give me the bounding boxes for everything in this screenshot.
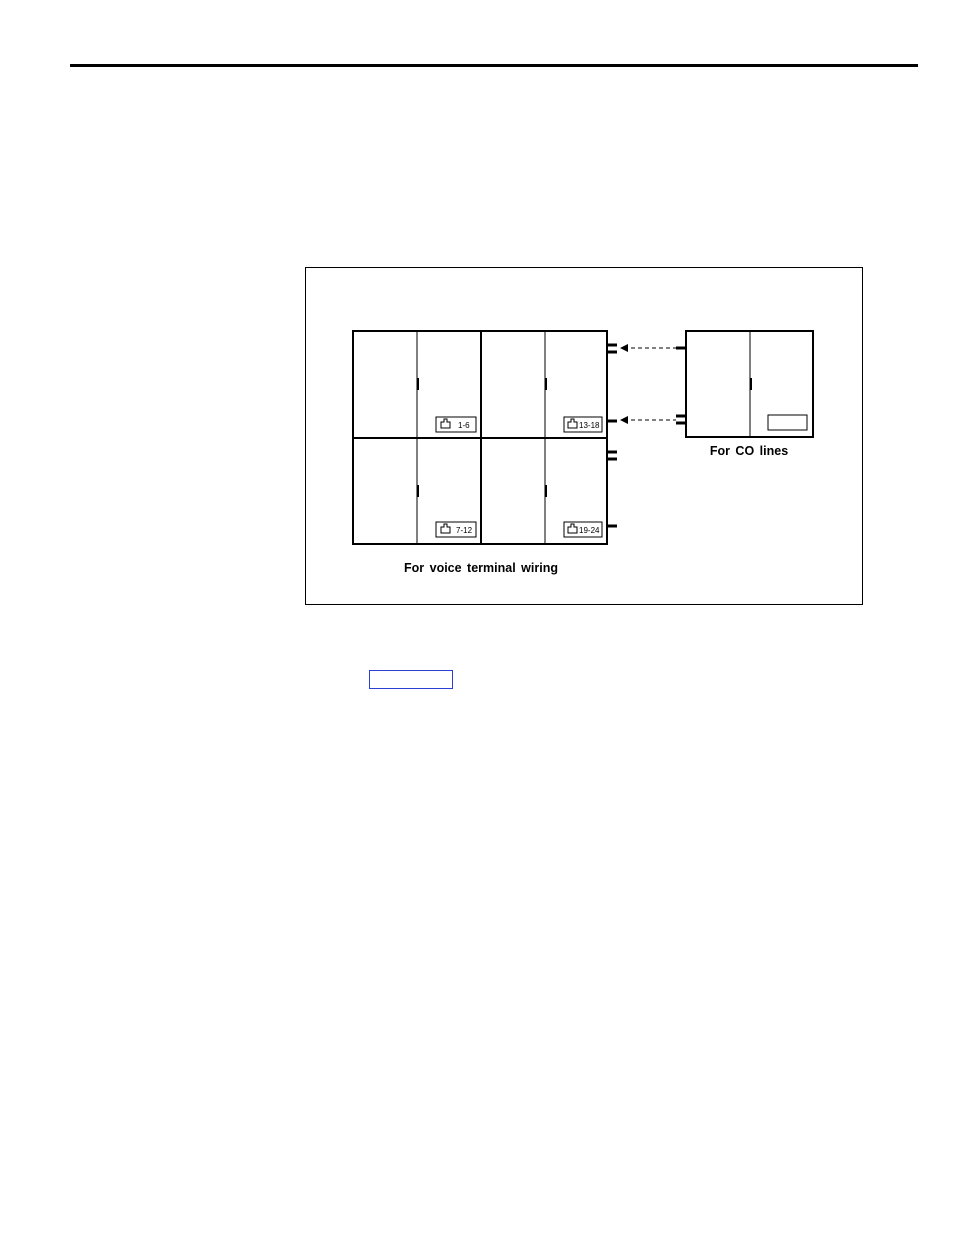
block-label-19-24: 19-24	[564, 522, 602, 537]
connection-arrow-lower	[620, 416, 676, 424]
co-block-connectors	[676, 348, 686, 423]
block-label-text: 7-12	[456, 526, 473, 535]
voice-terminal-caption: For voice terminal wiring	[404, 561, 558, 575]
connection-arrow-upper	[620, 344, 676, 352]
block-label-13-18: 13-18	[564, 417, 602, 432]
wiring-figure: 1-6 13-18 7-12 19-24	[305, 267, 863, 605]
block-label-text: 19-24	[579, 526, 600, 535]
top-rule	[70, 64, 918, 67]
co-lines-caption: For CO lines	[710, 444, 788, 458]
block-label-text: 1-6	[458, 421, 470, 430]
co-lines-block	[686, 331, 813, 437]
block-label-text: 13-18	[579, 421, 600, 430]
voice-block-connectors	[608, 345, 617, 526]
voice-terminal-block-assembly	[353, 331, 607, 544]
block-label-7-12: 7-12	[436, 522, 476, 537]
cross-reference-link[interactable]	[369, 670, 453, 689]
block-label-1-6: 1-6	[436, 417, 476, 432]
wiring-diagram: 1-6 13-18 7-12 19-24	[306, 268, 864, 606]
